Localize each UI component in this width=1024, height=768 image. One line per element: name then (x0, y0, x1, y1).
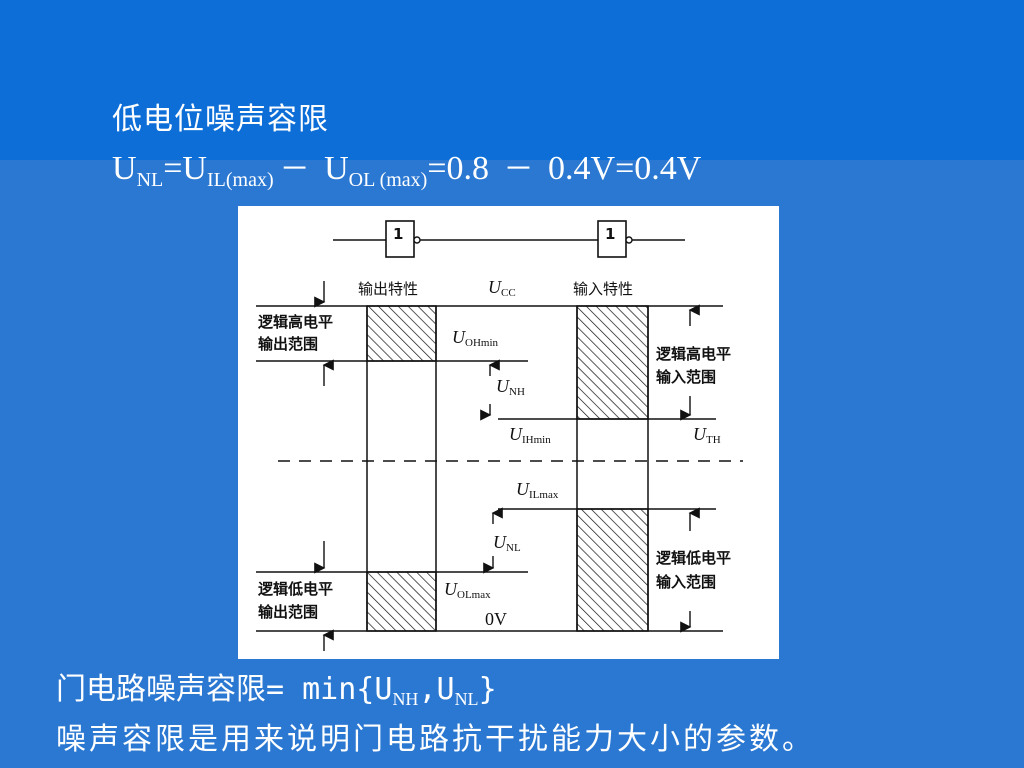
noise-margin-definition: 门电路噪声容限= min{UNH,UNL} (56, 670, 497, 719)
noise-margin-formula: UNL=UIL(max)－ UOL (max)=0.8 － 0.4V=0.4V (112, 145, 701, 204)
left-high-label-line2: 输出范围 (258, 335, 318, 353)
slide-heading: 低电位噪声容限 (112, 102, 329, 137)
uilmax-label: UILmax (516, 479, 559, 501)
title-background-band (0, 0, 1024, 160)
left-gate-bubble (413, 236, 421, 244)
formula-value-1: =0.8 (427, 150, 498, 187)
formula-u-ilmax-sub: IL(max) (206, 169, 274, 191)
output-characteristic-label: 输出特性 (358, 280, 418, 298)
left-gate-box (385, 220, 415, 258)
formula-eq: =U (163, 150, 207, 187)
right-low-hatched-region (576, 508, 649, 632)
formula-u-nl-sub: NL (136, 169, 164, 191)
right-high-label-line2: 输入范围 (656, 368, 716, 386)
right-high-label-line1: 逻辑高电平 (656, 345, 731, 363)
uth-label: UTH (693, 424, 721, 446)
formula-minus-1: － (279, 152, 310, 187)
input-characteristic-label: 输入特性 (573, 280, 633, 298)
left-low-hatched-region (366, 571, 437, 632)
noise-margin-description: 噪声容限是用来说明门电路抗干扰能力大小的参数。 (56, 722, 815, 757)
left-low-label-line1: 逻辑低电平 (258, 580, 333, 598)
formula-u-nl: U (112, 150, 137, 187)
right-gate-bubble (625, 236, 633, 244)
noise-margin-diagram: 1 1 输出特性 输入特性 UCC (238, 206, 779, 659)
unl-label: UNL (493, 532, 521, 554)
left-gate-label: 1 (393, 225, 403, 243)
uihmin-label: UIHmin (509, 424, 551, 446)
formula-minus-2: － (503, 152, 534, 187)
left-high-hatched-region (366, 305, 437, 362)
diagram-svg: 1 1 输出特性 输入特性 UCC (256, 220, 743, 651)
uohmin-label: UOHmin (452, 327, 499, 349)
left-high-label-line1: 逻辑高电平 (258, 313, 333, 331)
zero-volt-label: 0V (485, 609, 507, 629)
right-gate-box (597, 220, 627, 258)
uolmax-label: UOLmax (444, 579, 491, 601)
right-high-hatched-region (576, 305, 649, 420)
right-low-label-line2: 输入范围 (656, 573, 716, 591)
formula-u-olmax: U (315, 150, 349, 187)
right-low-label-line1: 逻辑低电平 (656, 549, 731, 567)
right-gate-label: 1 (605, 225, 615, 243)
unh-label: UNH (496, 376, 525, 398)
noise-margin-sub-nl: NL (454, 689, 479, 709)
left-low-label-line2: 输出范围 (258, 603, 318, 621)
noise-margin-close: } (478, 672, 497, 707)
ucc-label: UCC (488, 277, 516, 299)
formula-u-olmax-sub: OL (max) (348, 169, 428, 191)
noise-margin-text: 门电路噪声容限= min{U (56, 672, 393, 707)
formula-value-2: 0.4V=0.4V (539, 150, 702, 187)
noise-margin-sub-nh: NH (392, 689, 419, 709)
noise-margin-comma: ,U (418, 672, 455, 707)
